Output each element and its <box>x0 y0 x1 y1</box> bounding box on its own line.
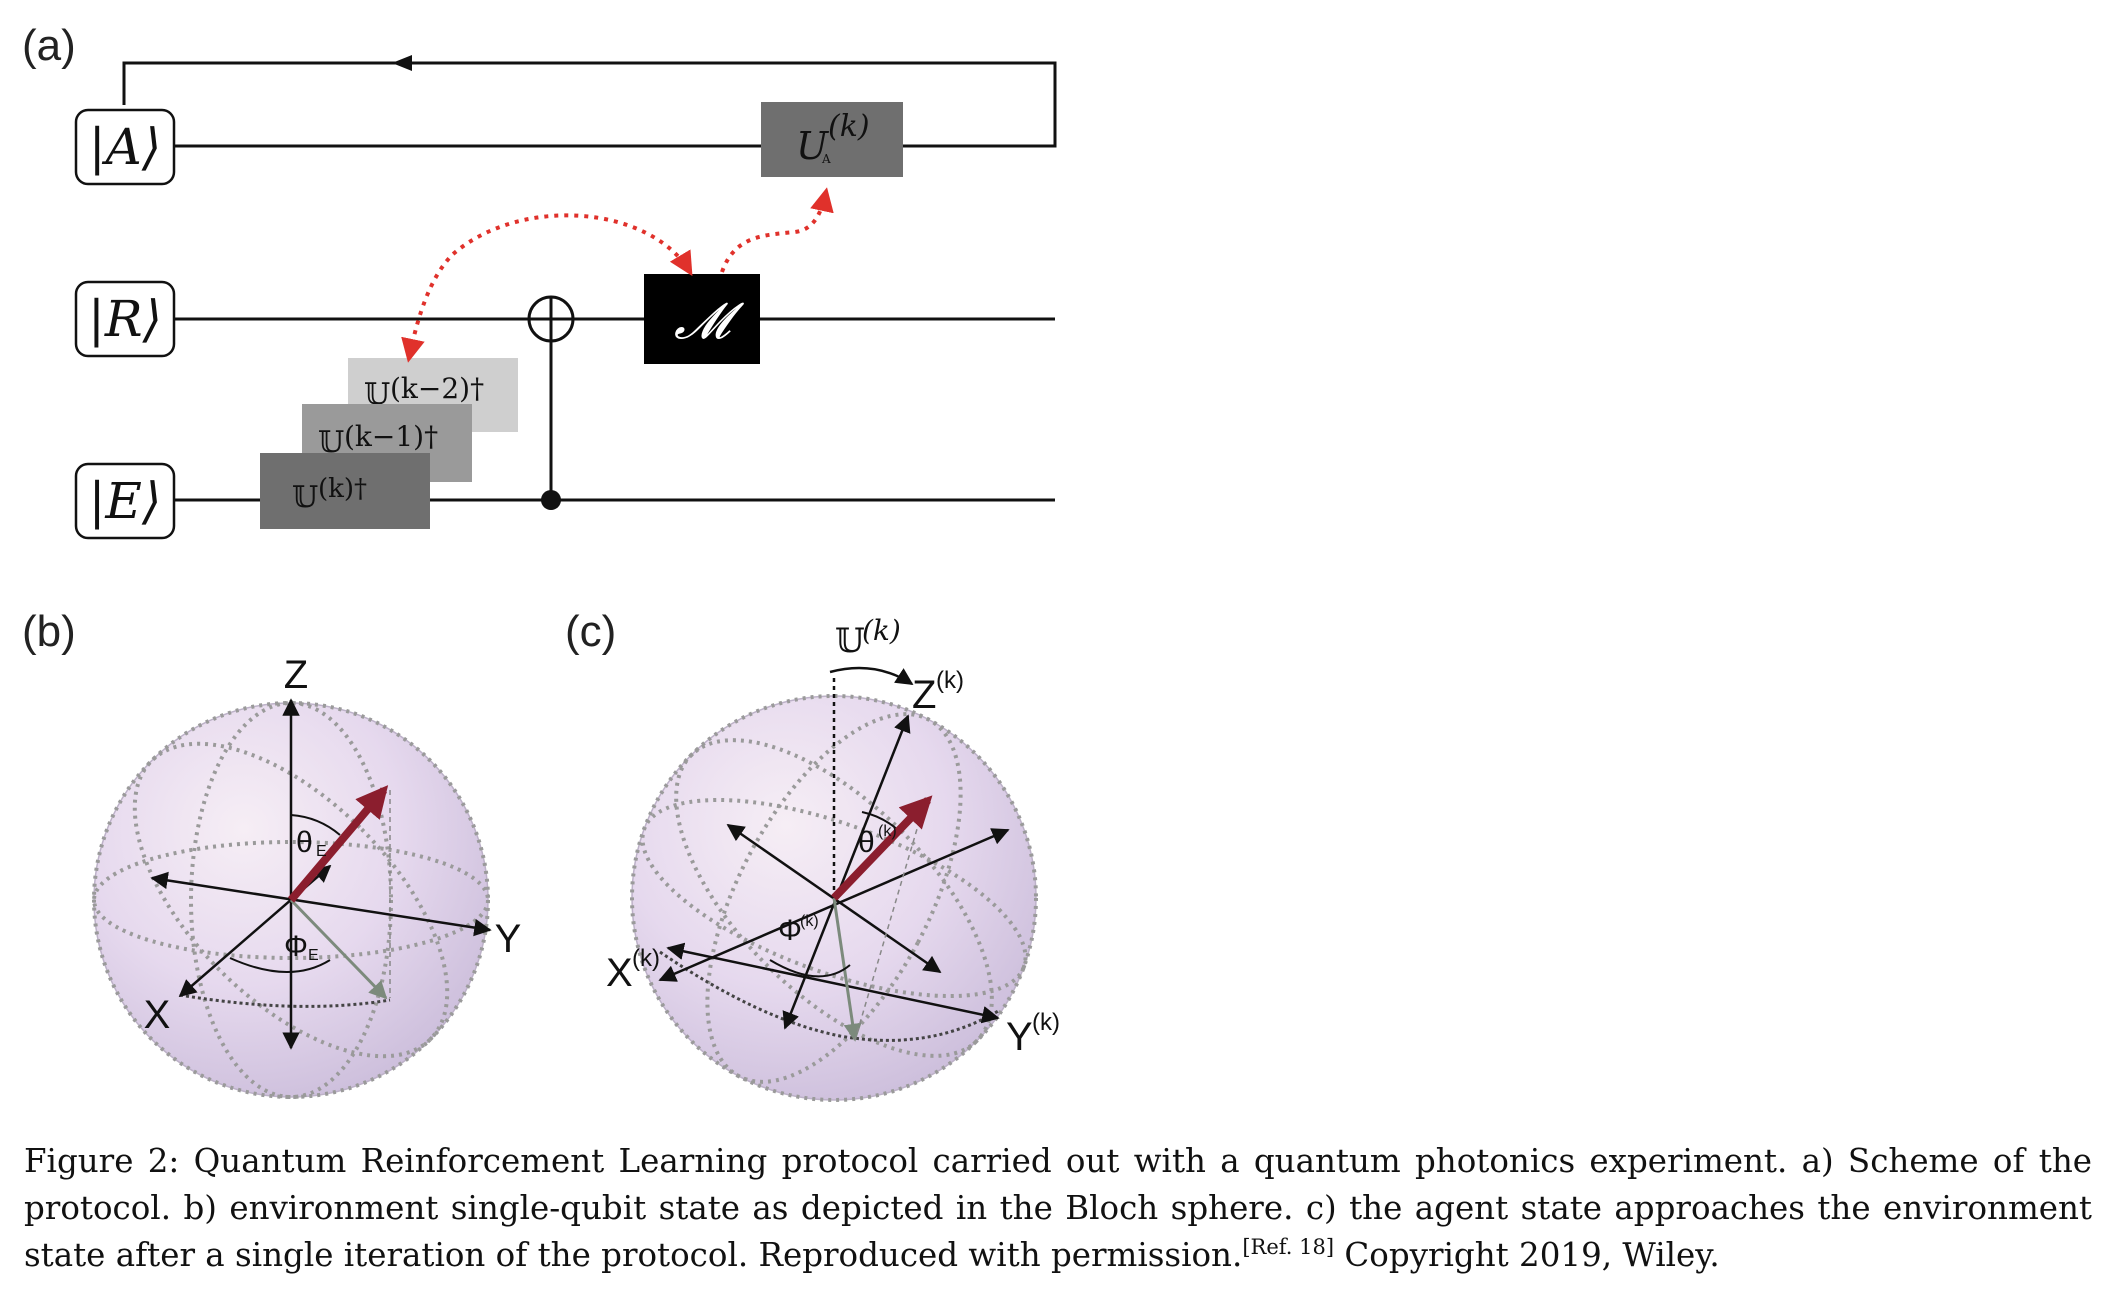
bloch-sphere-environment <box>92 698 492 1099</box>
agent-unitary-gate: U A (k) <box>761 102 903 177</box>
svg-text:(k)†: (k)† <box>318 474 367 504</box>
svg-text:A: A <box>821 152 831 166</box>
bloch-c-phi-label: Φ <box>778 914 802 947</box>
ket-environment: |E⟩ <box>74 462 176 540</box>
rotation-label: 𝕌 <box>835 621 865 661</box>
bloch-c-x-sup: (k) <box>632 945 660 972</box>
ket-agent: |A⟩ <box>74 108 176 186</box>
measurement-to-agent-feedback-arrow <box>720 187 834 273</box>
rotation-arrow <box>829 666 914 686</box>
bloch-c-y-label: Y <box>1006 1015 1033 1059</box>
svg-text:(k−2)†: (k−2)† <box>390 372 484 405</box>
measurement-to-env-feedback-arrow <box>401 213 693 363</box>
measurement-gate: 𝓜 <box>644 274 760 364</box>
caption-reference: [Ref. 18] <box>1242 1235 1335 1260</box>
bloch-sphere-agent <box>630 675 1038 1102</box>
bloch-b-theta-label: θ <box>296 826 313 859</box>
bloch-c-y-sup: (k) <box>1032 1009 1060 1036</box>
figure-caption: Figure 2: Quantum Reinforcement Learning… <box>24 1138 2092 1279</box>
panel-c-label: (c) <box>565 607 616 656</box>
svg-text:(k−1)†: (k−1)† <box>344 420 438 453</box>
bloch-c-theta-sup: (k) <box>878 823 897 840</box>
bloch-b-theta-sub: E <box>316 843 327 860</box>
bloch-c-theta-label: θ <box>858 826 875 859</box>
bloch-b-y-label: Y <box>495 917 522 961</box>
cnot-gate <box>527 295 575 510</box>
svg-text:𝕌: 𝕌 <box>292 480 318 515</box>
svg-text:(k): (k) <box>828 109 870 144</box>
caption-copyright: Copyright 2019, Wiley. <box>1334 1236 1720 1274</box>
bloch-b-x-label: X <box>144 993 171 1037</box>
feedback-direction-arrow <box>392 55 412 71</box>
panel-b-label: (b) <box>22 607 76 656</box>
caption-text: Figure 2: Quantum Reinforcement Learning… <box>24 1142 2092 1274</box>
bloch-b-z-label: Z <box>284 653 308 697</box>
ket-register: |R⟩ <box>74 280 176 358</box>
feedback-loop-wire <box>122 61 1057 148</box>
svg-text:U: U <box>796 124 830 168</box>
rotation-label-sup: (k) <box>862 614 901 647</box>
panel-a-label: (a) <box>22 21 76 70</box>
bloch-c-z-sup: (k) <box>936 667 964 694</box>
bloch-c-phi-sup: (k) <box>800 913 819 930</box>
svg-text:|R⟩: |R⟩ <box>88 290 162 348</box>
bloch-c-z-label: Z <box>912 673 936 717</box>
svg-text:|E⟩: |E⟩ <box>89 472 162 530</box>
svg-text:|A⟩: |A⟩ <box>89 118 161 176</box>
bloch-c-x-label: X <box>606 951 633 995</box>
bloch-b-phi-label: Φ <box>284 930 308 963</box>
bloch-b-phi-sub: E <box>308 947 319 964</box>
env-gate-k: 𝕌 (k)† <box>260 453 430 529</box>
